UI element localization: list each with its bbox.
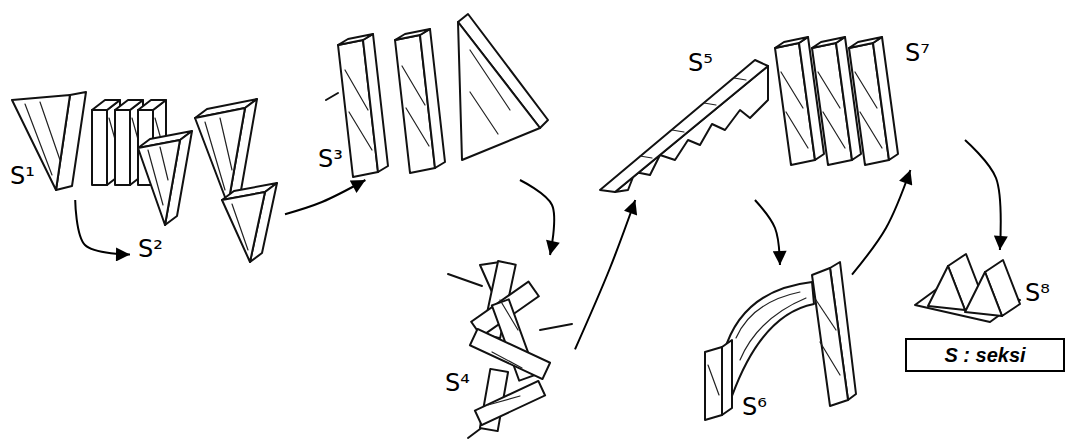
- section-sketch: S⁴: [440, 255, 575, 440]
- hatch-line: [640, 156, 652, 158]
- key-box: S : seksi: [905, 338, 1065, 372]
- slab-front: [92, 110, 107, 185]
- slab-side: [873, 37, 898, 160]
- prism-face: [458, 22, 540, 160]
- sketch-s7: [775, 37, 898, 165]
- flow-arrow: [285, 180, 365, 214]
- hatch-line: [205, 122, 225, 190]
- hatch-line: [781, 72, 803, 108]
- hatch-line: [820, 342, 840, 375]
- hatch-line: [740, 298, 806, 360]
- sketch-s4: [448, 261, 572, 438]
- hatch-line: [402, 66, 425, 105]
- prism-face: [138, 140, 180, 225]
- hatch-line: [823, 112, 845, 148]
- prism-face: [965, 272, 1002, 316]
- slab: [475, 381, 545, 425]
- hatch-line: [816, 300, 836, 330]
- slab-side: [363, 34, 388, 172]
- hatch-line: [148, 150, 163, 205]
- sketch-s6: [705, 262, 856, 420]
- hatch-line: [232, 204, 248, 250]
- hatch-line: [160, 147, 168, 180]
- section-sketch: S⁵: [595, 45, 770, 200]
- hatch-line: [855, 72, 877, 108]
- slab-top: [338, 34, 373, 45]
- hatch-line: [734, 78, 746, 80]
- key-text: S : seksi: [944, 343, 1025, 367]
- sketch-s5: [600, 60, 768, 192]
- hatch-line: [736, 292, 800, 338]
- hatch-line: [672, 130, 684, 132]
- hatch-line: [786, 112, 808, 148]
- slab-front: [115, 110, 130, 185]
- flow-arrow: [755, 200, 780, 265]
- slab-side: [420, 29, 445, 168]
- section-sketch: S³: [315, 8, 555, 180]
- section-label: S⁵: [688, 50, 713, 78]
- slab-top: [395, 29, 430, 40]
- hatch-line: [345, 70, 368, 110]
- flow-arrow: [520, 180, 554, 255]
- section-label: S⁶: [742, 394, 767, 422]
- section-label: S⁴: [445, 370, 470, 398]
- section-label: S⁷: [905, 40, 930, 68]
- section-sketch: S⁶: [700, 265, 852, 425]
- stick-line: [448, 274, 482, 286]
- slab-front: [812, 268, 848, 406]
- section-label: S²: [138, 236, 163, 264]
- prism-face: [928, 266, 965, 310]
- hatch-line: [220, 118, 232, 170]
- hatch-line: [406, 108, 429, 146]
- hatch-line: [818, 72, 840, 108]
- slab-top: [138, 100, 166, 110]
- hatch-line: [470, 92, 498, 134]
- section-sketch: S⁷: [770, 20, 965, 170]
- section-sketch: S²: [130, 100, 285, 268]
- slab: [470, 329, 550, 379]
- flow-arrow: [575, 200, 635, 349]
- flow-arrow: [75, 200, 130, 255]
- hatch-line: [349, 112, 372, 150]
- slab-top: [812, 37, 845, 48]
- flow-arrow: [965, 140, 1001, 250]
- hatch-line: [500, 300, 518, 330]
- sketch-s8: [915, 254, 1020, 322]
- section-label: S³: [318, 146, 343, 174]
- section-sketch: S⁸: [910, 250, 1065, 335]
- stick-line: [540, 324, 572, 330]
- hatch-line: [708, 365, 719, 395]
- hatch-line: [860, 112, 882, 148]
- slab-top: [600, 60, 768, 192]
- prism-face: [222, 192, 265, 262]
- slab-top: [775, 37, 808, 48]
- hatch-line: [704, 103, 716, 105]
- flow-arrow: [852, 170, 910, 275]
- section-label: S⁸: [1025, 280, 1050, 308]
- section-sketch: S¹: [8, 85, 168, 200]
- sketch-s1: [12, 92, 166, 190]
- sketch-s3: [326, 14, 548, 177]
- slab-side: [722, 340, 732, 415]
- section-label: S¹: [10, 163, 35, 191]
- ground-stroke: [326, 93, 338, 100]
- hatch-line: [492, 352, 522, 368]
- slab-top: [849, 37, 882, 48]
- arch-deck: [724, 282, 814, 396]
- hatch-line: [40, 102, 60, 160]
- hatch-line: [488, 396, 520, 405]
- slab-front: [705, 347, 722, 420]
